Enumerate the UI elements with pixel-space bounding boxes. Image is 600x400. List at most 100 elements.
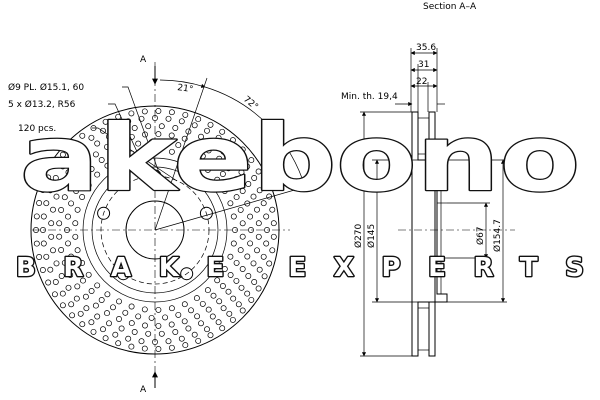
ring-hole [182,342,189,349]
ring-hole [73,158,80,165]
ring-hole [251,279,258,285]
ring-hole [33,227,39,233]
ring-hole [185,325,192,332]
ring-hole [116,138,122,144]
ring-hole [233,277,240,284]
ring-hole [269,206,276,213]
ring-hole [68,301,75,308]
ring-hole [221,266,228,272]
ring-hole [198,133,204,140]
ring-hole [59,302,66,309]
ring-hole [235,152,242,159]
ring-hole [73,188,80,194]
ring-hole [239,146,246,153]
ring-hole [181,152,188,159]
center-bore [125,200,185,260]
dim-154-7: Ø154.7 [492,219,503,252]
ring-hole [204,127,210,134]
ring-hole [204,326,210,333]
ring-hole [138,338,145,345]
ring-hole [141,147,148,154]
ring-hole [215,134,222,141]
ring-hole [254,206,260,213]
ring-hole [74,170,81,177]
leader-9pl [122,86,162,179]
ring-hole [100,127,106,134]
ring-hole [216,298,223,305]
ring-hole [204,166,211,173]
ring-hole [72,220,79,227]
ring-hole [193,158,200,165]
ring-hole [104,143,110,150]
front-view: A A 21° 72° Ø9 PL. Ø15.1, 60 5 x Ø13.2, … [8,55,306,395]
ring-hole [172,125,179,131]
ring-hole [145,123,152,130]
ring-hole [74,206,81,213]
ring-hole [244,253,251,260]
ring-hole [104,310,110,317]
ring-hole [263,240,270,247]
dim-270: Ø270 [353,223,364,248]
ring-hole [207,121,214,128]
ring-hole [250,260,257,267]
ring-hole [131,125,138,131]
ring-hole [205,147,212,154]
ring-hole [168,321,175,328]
ring-hole [128,343,135,350]
ring-hole [168,132,175,139]
ring-hole [237,247,244,254]
dim-31: 31 [418,60,429,70]
ring-hole [233,176,240,183]
ring-hole [47,266,54,273]
ring-hole [59,290,66,297]
ring-hole [82,160,89,167]
ring-hole [102,118,109,125]
bolt-hole [116,267,130,281]
ring-hole [227,200,234,207]
ring-hole [148,314,155,321]
ring-hole [261,273,268,280]
ring-hole [83,148,90,155]
ring-hole [73,295,80,302]
ring-hole [141,108,148,115]
ring-hole [72,233,79,240]
ring-hole [79,321,86,328]
ring-hole [191,331,198,338]
section-marker-top: A [140,55,147,65]
ring-hole [142,131,148,138]
ring-hole [80,176,86,183]
ring-hole [36,200,43,206]
ring-hole [210,161,217,168]
ring-hole [199,300,206,307]
ring-hole [220,305,227,312]
ring-hole [270,233,277,240]
ring-hole [59,151,66,158]
ring-hole [48,220,55,227]
ring-hole [92,302,99,309]
ring-hole [155,108,162,114]
ring-hole [158,123,165,130]
ring-hole [270,220,277,227]
ring-hole [248,157,255,164]
ring-hole [98,157,105,163]
ring-hole [266,260,273,267]
ring-hole [152,339,158,345]
ring-hole [178,118,185,125]
ring-hole [128,133,135,140]
ring-hole [225,165,232,172]
ring-hole [33,213,40,220]
ring-hole [112,122,119,129]
ring-hole [230,240,237,247]
ring-hole [256,187,263,194]
ring-hole [104,291,111,298]
angle-arc-72 [204,86,306,188]
ring-hole [168,148,175,155]
ring-hole [188,146,194,153]
ring-hole [61,259,68,266]
ring-hole [219,128,226,135]
ring-hole [47,187,54,194]
ring-hole [247,240,254,247]
ring-hole [229,316,236,323]
ring-hole [106,320,112,327]
ring-hole [88,319,95,326]
